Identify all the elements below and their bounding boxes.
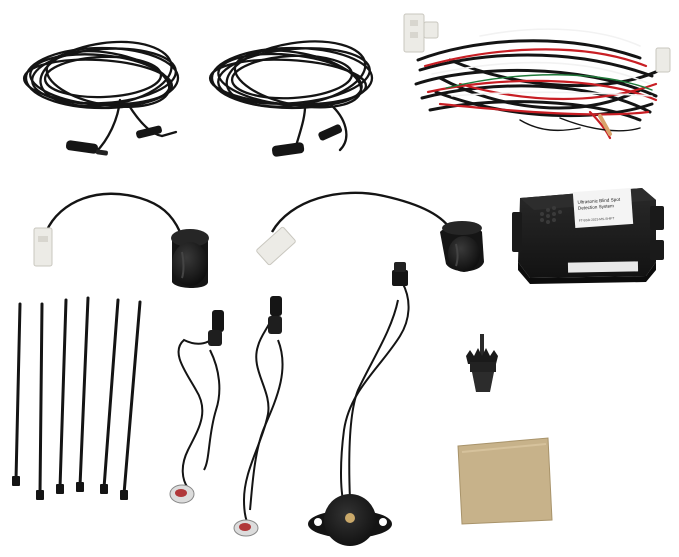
led-1-lens [175, 489, 187, 497]
wiring-harness [414, 28, 662, 140]
extension-cable-2-connectors [271, 124, 343, 157]
cable-tie-3 [58, 298, 68, 490]
sensor-1-connector [33, 227, 53, 267]
ultrasonic-sensor-2 [256, 191, 484, 272]
extension-cable-1 [22, 40, 180, 154]
extension-cable-2 [208, 40, 374, 152]
hole-saw-bit [466, 334, 498, 392]
control-module: Ultrasonic Blind Spot Detection System F… [512, 188, 664, 284]
cable-tie-4 [78, 296, 90, 488]
sensor-2-connector [256, 226, 296, 266]
module-bottom-sticker [567, 261, 639, 273]
cable-tie-2 [38, 302, 44, 496]
sensor-1-head [172, 242, 208, 286]
led-indicator-1 [169, 310, 224, 504]
cable-tie-6 [122, 300, 142, 496]
buzzer [308, 262, 410, 546]
buzzer-port [345, 513, 355, 523]
module-label-line1: Ultrasonic Blind Spot [577, 197, 621, 205]
led-2-lens [239, 523, 251, 531]
cable-tie-1 [14, 302, 22, 482]
module-label-line2: Detection System [578, 203, 614, 211]
led-indicator-2 [233, 296, 284, 537]
cable-ties [14, 296, 142, 496]
module-serial: FT-BSD-2023-MS-SHIFT [579, 216, 615, 222]
adhesive-pad [457, 437, 553, 525]
module-speaker-grille [540, 206, 562, 224]
module-label: Ultrasonic Blind Spot Detection System F… [572, 188, 634, 228]
cable-tie-5 [102, 298, 120, 490]
sensor-2-head [448, 236, 480, 272]
cable-tie-heads [12, 476, 128, 500]
ultrasonic-sensor-1 [33, 192, 209, 288]
harness-connectors [403, 13, 671, 73]
extension-cable-1-connectors [65, 125, 162, 156]
